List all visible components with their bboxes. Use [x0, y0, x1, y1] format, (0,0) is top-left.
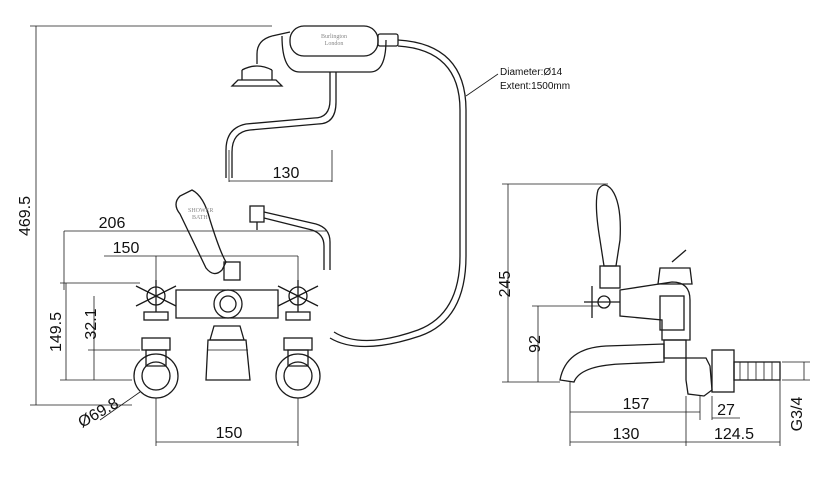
- fixing-depth-label: 27: [717, 402, 735, 419]
- upper-width-label: 150: [113, 240, 140, 257]
- centres-label: 150: [216, 425, 243, 442]
- hose-diameter-note: Diameter:Ø14: [500, 67, 563, 78]
- shower-hose: [329, 39, 467, 348]
- hose-extent-note: Extent:1500mm: [500, 81, 570, 92]
- flange-leader-line: [99, 391, 141, 421]
- cradle-arm: [225, 72, 331, 178]
- total-height-label: 469.5: [17, 196, 34, 236]
- thread-label: G3/4: [789, 397, 806, 432]
- side-view: 245: [497, 183, 810, 446]
- handset-body: Burlington London: [271, 25, 399, 73]
- diverter-knob: [657, 267, 693, 285]
- side-body: [619, 281, 691, 359]
- handset-brand-name: Burlington: [321, 34, 347, 40]
- left-flange: [133, 353, 179, 399]
- right-cross-handle-icon: [277, 280, 319, 367]
- right-flange: [275, 353, 321, 399]
- shower-head-icon: [230, 35, 284, 87]
- tap-body: [175, 289, 279, 381]
- side-lever: [595, 184, 621, 289]
- side-spout: [559, 343, 665, 383]
- left-cross-handle-icon: [135, 280, 177, 367]
- spout-height-label: 92: [527, 335, 544, 353]
- diverter-lever: SHOWER BATH: [175, 189, 227, 275]
- front-view: 469.5 Burlington London Diameter:Ø14 Ext…: [17, 25, 570, 446]
- valve-height-label: 32.1: [83, 308, 100, 339]
- tail-length-label: 124.5: [714, 426, 754, 443]
- side-cross-handle-icon: [584, 286, 620, 318]
- side-height-label: 245: [497, 271, 514, 298]
- handset-offset-label: 130: [273, 165, 300, 182]
- wall-fitting: [685, 349, 781, 397]
- handset-brand-place: London: [325, 41, 344, 47]
- overall-width-label: 206: [99, 215, 126, 232]
- flange-diameter-label: Ø69.8: [76, 395, 122, 432]
- base-reach-label: 130: [613, 426, 640, 443]
- spout-reach-label: 157: [623, 396, 650, 413]
- lever-label-shower: SHOWER: [188, 208, 213, 214]
- hose-leader-line: [465, 73, 499, 97]
- lever-label-bath: BATH: [192, 215, 208, 221]
- inlet-height-label: 149.5: [48, 312, 65, 352]
